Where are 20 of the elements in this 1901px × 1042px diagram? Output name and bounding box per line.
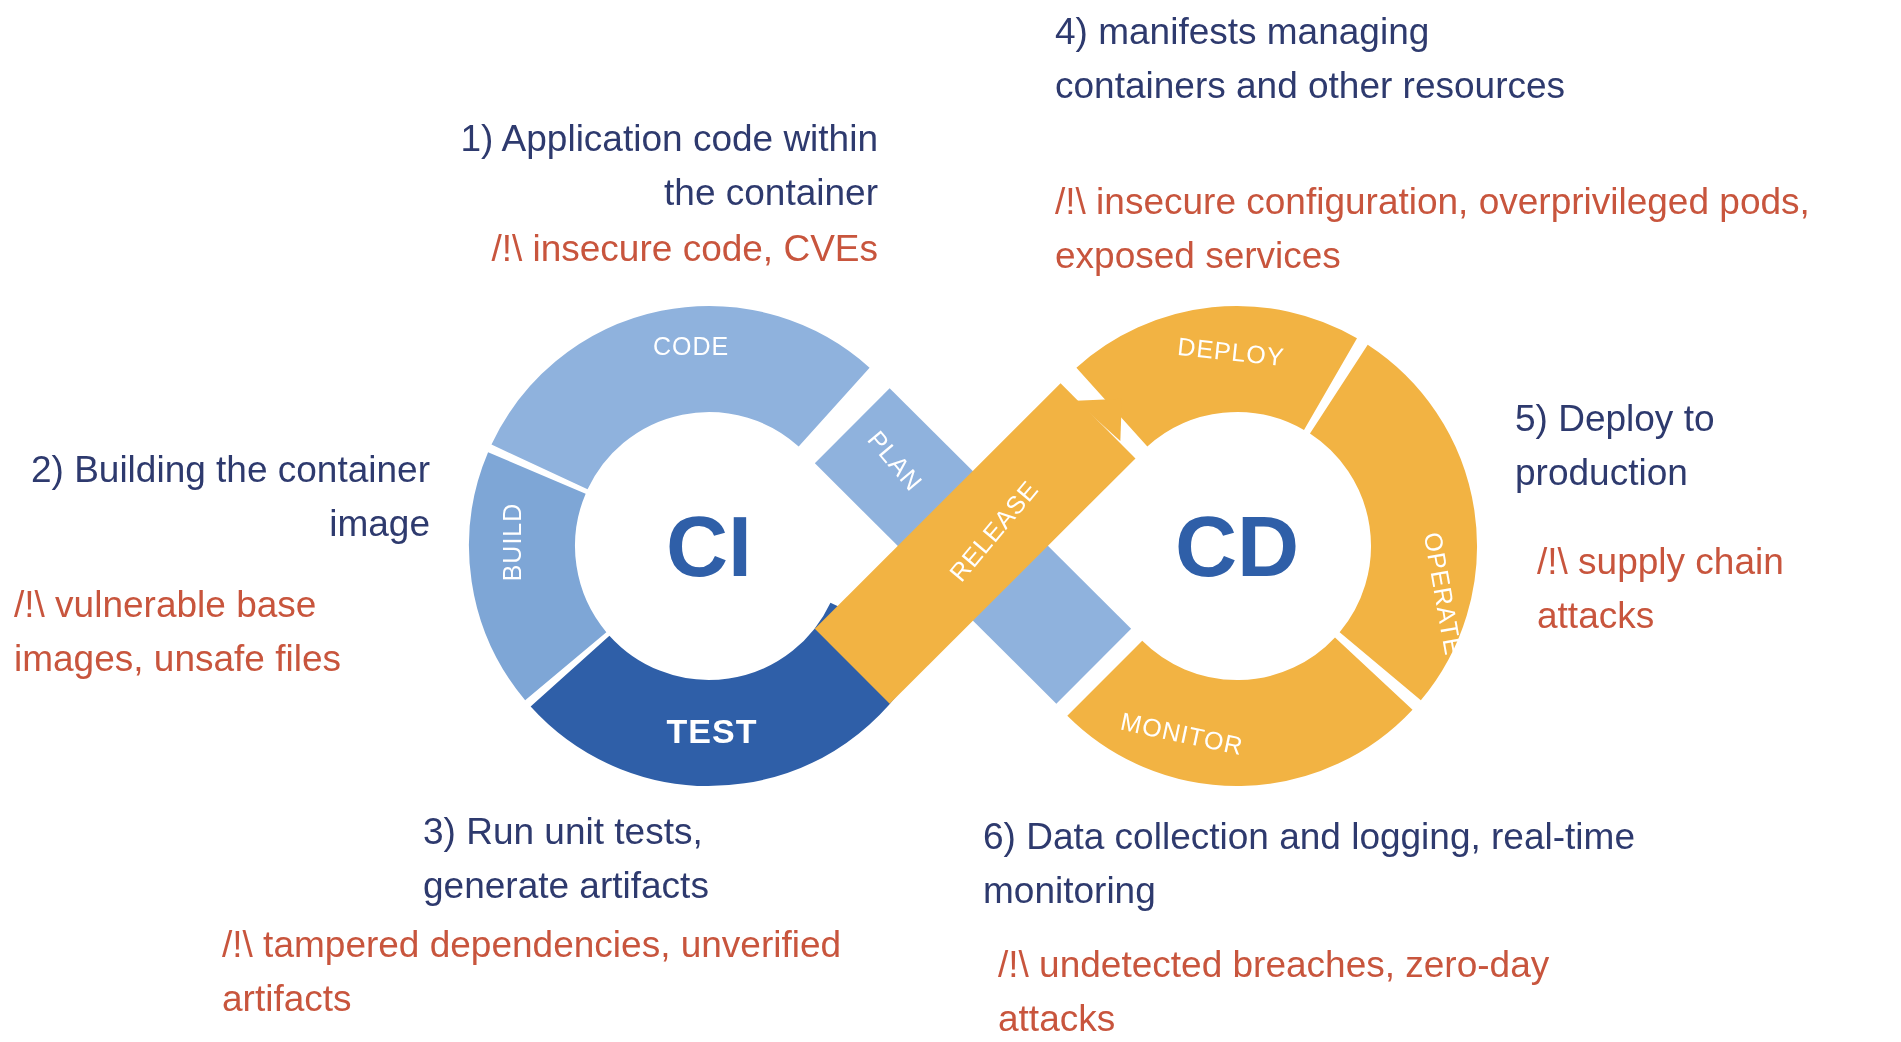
loop-stage-label: OPERATE	[1417, 530, 1469, 658]
risk-note: /!\ supply chain attacks	[1537, 540, 1785, 638]
loop-center-title: CD	[1174, 496, 1300, 596]
loop-center-title: CI	[666, 496, 752, 596]
risk-note: /!\ tampered dependencies, unverified artifacts	[222, 923, 843, 1021]
loop-stage-label: BUILD	[497, 502, 527, 582]
stage-description: 3) Run unit tests, generate artifacts	[423, 810, 710, 908]
risk-note: /!\ vulnerable base images, unsafe files	[14, 583, 342, 681]
stage-description: 6) Data collection and logging, real-time monitoring	[983, 815, 1636, 913]
risk-note: /!\ undetected breaches, zero-day attacks	[998, 943, 1551, 1041]
stage-description: 2) Building the container image	[30, 448, 430, 546]
loop-stage-label: TEST	[666, 711, 758, 751]
stage-description: 1) Application code within the container	[459, 117, 878, 215]
loop-stage-label: MONITOR	[1118, 706, 1246, 762]
stage-description: 4) manifests managing containers and other resources	[1055, 10, 1567, 108]
loop-stage-label: DEPLOY	[1176, 331, 1286, 373]
stage-description: 5) Deploy to production	[1515, 397, 1716, 495]
risk-note: /!\ insecure configuration, overprivileged pods, exposed services	[1055, 180, 1811, 278]
loop-stage-label: CODE	[652, 331, 730, 361]
risk-note: /!\ insecure code, CVEs	[490, 227, 878, 271]
